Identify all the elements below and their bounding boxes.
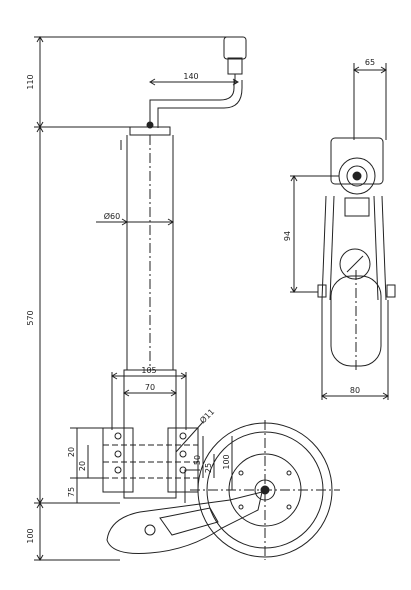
handle-grip [227,57,243,75]
collar-mark [346,255,364,273]
label-wheel-hub: 100 [222,454,231,469]
front-housing [330,137,384,185]
rim-hole-2 [286,504,292,510]
label-pitch-50: 50 [193,455,202,465]
dim-arrows-65 [353,66,387,74]
fork-foot [106,491,263,554]
bolt-hole-2 [114,450,122,458]
rim-hole-3 [238,470,244,476]
axle-nut-left [317,284,327,298]
label-foot-height: 100 [26,528,35,543]
bolt-hole-4 [179,432,187,440]
rim-hole-1 [286,470,292,476]
clamp-plate-right [167,427,199,493]
label-bracket-75: 75 [67,487,76,497]
dim-arrows-140 [149,78,239,86]
cap-screw [146,121,154,129]
label-front-height: 94 [283,231,292,241]
label-clamp-outer: 105 [141,366,156,375]
label-crank-reach: 140 [183,72,198,81]
dim-arrows-dia [121,218,174,226]
axle-nut-right [386,284,396,298]
bolt-hole-5 [179,450,187,458]
label-bolt-hole: Ø11 [198,407,217,426]
label-pitch-25: 25 [204,463,213,473]
fork-slot [159,507,219,536]
dim-arrows-70 [123,389,177,397]
bolt-hole-1 [114,432,122,440]
dim-arrows-80 [321,392,389,400]
fork-leg-left-outer [321,195,327,301]
fork-leg-right-outer [381,195,387,301]
handle-knob [223,36,247,60]
label-total-height: 570 [26,310,35,325]
bolt-hole-3 [114,466,122,474]
label-pitch-b: 20 [78,461,87,471]
label-top-width: 65 [365,58,375,67]
inner-tube [123,369,177,499]
label-tube-diameter: Ø60 [104,211,120,221]
leader-bolt-hole [175,421,204,453]
fork-pivot [144,524,156,536]
label-pitch-a: 20 [67,447,76,457]
dim-arrows-vertical [36,36,44,561]
rim-hole-4 [238,504,244,510]
clamp-plate-left [102,427,134,493]
crank-arm-inner [157,80,243,128]
label-clamp-inner: 70 [145,383,155,392]
fork-leg-left-inner [329,195,335,301]
front-collar-lower [339,248,371,280]
fork-leg-right-inner [373,195,379,301]
front-collar-inner [346,165,368,187]
label-handle-height: 110 [26,74,35,89]
label-wheel-width: 80 [350,386,360,395]
fork-arm [184,469,200,503]
crank-arm-outer [149,80,235,128]
front-screw [352,171,362,181]
front-clamp [344,197,370,217]
dim-arrows-94 [290,175,298,293]
